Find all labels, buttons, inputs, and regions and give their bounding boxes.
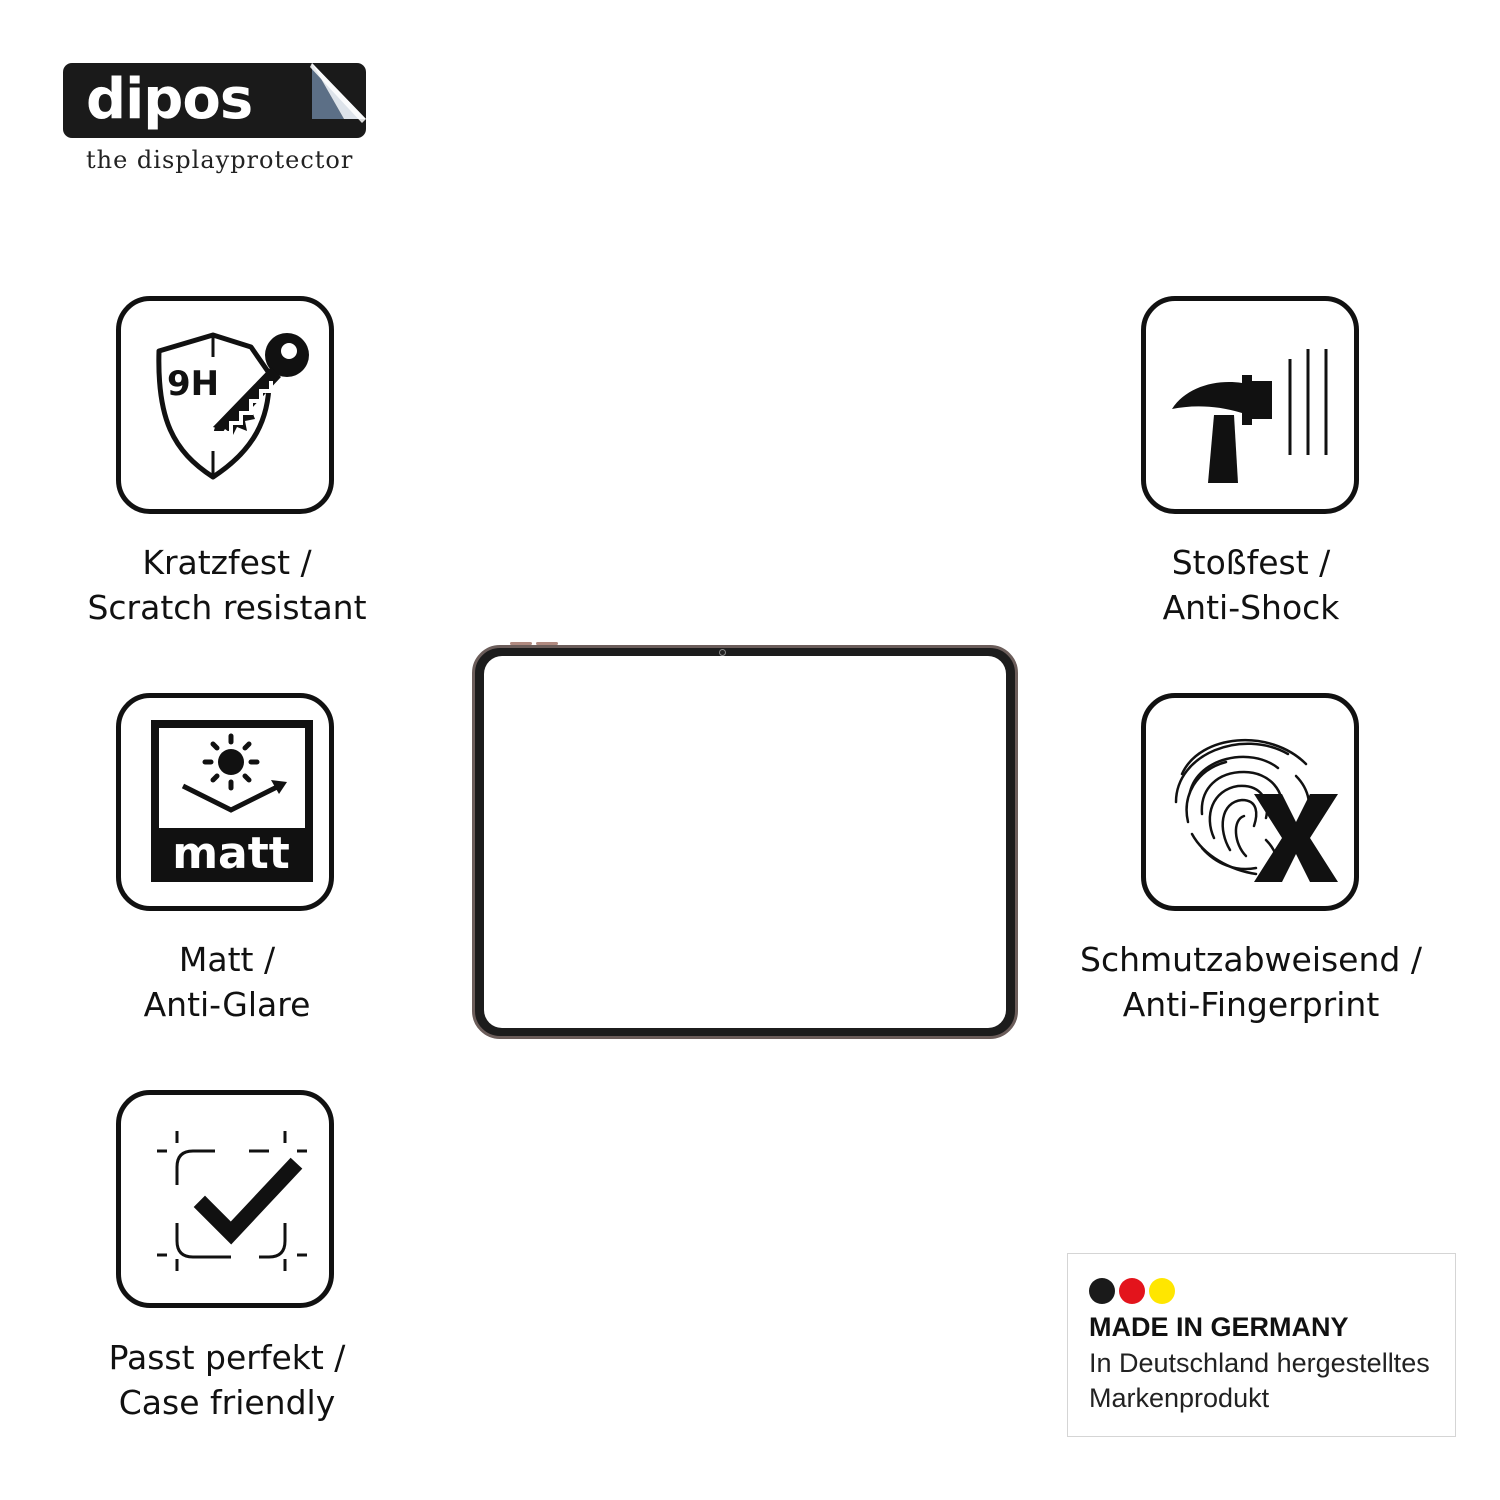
tablet-button [510, 642, 532, 645]
matt-feature-label: Matt / Anti-Glare [143, 940, 311, 1024]
flag-dot-red [1119, 1278, 1145, 1304]
hammer-icon [1172, 349, 1328, 483]
tablet-screen [484, 656, 1006, 1028]
tablet-camera-icon [719, 649, 726, 656]
logo-peel-icon [310, 63, 366, 123]
svg-text:matt: matt [172, 828, 290, 879]
case-feature-label: Passt perfekt / Case friendly [108, 1338, 346, 1422]
made-in-germany-title: MADE IN GERMANY [1089, 1312, 1349, 1342]
sun-matt-icon: matt [151, 720, 313, 882]
shock-feature-tile [1141, 296, 1359, 514]
shock-feature-label: Stoßfest / Anti-Shock [1162, 543, 1340, 627]
shield-key-9h-icon: 9H [156, 332, 309, 480]
frame-check-icon [157, 1131, 307, 1271]
scratch-feature-label: Kratzfest / Scratch resistant [87, 543, 367, 627]
brand-logo-text: dipos [86, 67, 253, 132]
flag-dot-gold [1149, 1278, 1175, 1304]
tablet-button [536, 642, 558, 645]
matt-feature-tile: matt [116, 693, 334, 911]
flag-dot-black [1089, 1278, 1115, 1304]
scratch-feature-tile: 9H [116, 296, 334, 514]
svg-text:9H: 9H [167, 364, 219, 404]
case-feature-tile [116, 1090, 334, 1308]
made-in-germany-subtitle: In Deutschland hergestelltes Markenprodu… [1089, 1348, 1430, 1413]
fingerprint-feature-tile [1141, 693, 1359, 911]
fingerprint-feature-label: Schmutzabweisend / Anti-Fingerprint [1080, 940, 1422, 1024]
brand-tagline: the displayprotector [86, 146, 354, 174]
fingerprint-x-icon [1174, 738, 1338, 882]
